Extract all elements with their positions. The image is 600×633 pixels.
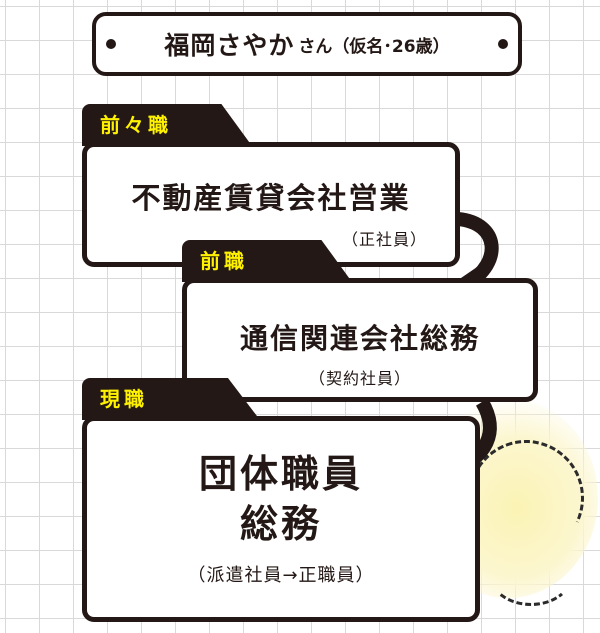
career-title: 通信関連会社総務 [239, 322, 480, 355]
career-tab-label: 前々職 [82, 104, 252, 146]
dashed-arc-decoration [488, 540, 574, 606]
plate-rivet-left [106, 39, 116, 49]
person-name: 福岡さやか [164, 31, 295, 60]
career-title-line1: 団体職員 [198, 452, 363, 496]
career-detail: （正社員） [341, 230, 427, 249]
career-card-body: 通信関連会社総務 （契約社員） [182, 278, 538, 402]
career-card-previous: 前職 通信関連会社総務 （契約社員） [182, 240, 538, 402]
person-suffix: さん（仮名･26歳） [298, 36, 450, 57]
name-plate: 福岡さやか さん（仮名･26歳） [92, 12, 522, 76]
career-card-body: 団体職員 総務 （派遣社員→正職員） [82, 416, 480, 622]
career-title-line2: 総務 [239, 502, 322, 546]
career-card-current: 現職 団体職員 総務 （派遣社員→正職員） [82, 378, 480, 622]
career-tab-label: 現職 [82, 378, 260, 420]
career-detail: （契約社員） [308, 369, 411, 388]
career-title: 不動産賃貸会社営業 [131, 181, 411, 215]
career-tab-label: 前職 [182, 240, 352, 282]
plate-rivet-right [498, 39, 508, 49]
career-detail: （派遣社員→正職員） [187, 565, 375, 586]
